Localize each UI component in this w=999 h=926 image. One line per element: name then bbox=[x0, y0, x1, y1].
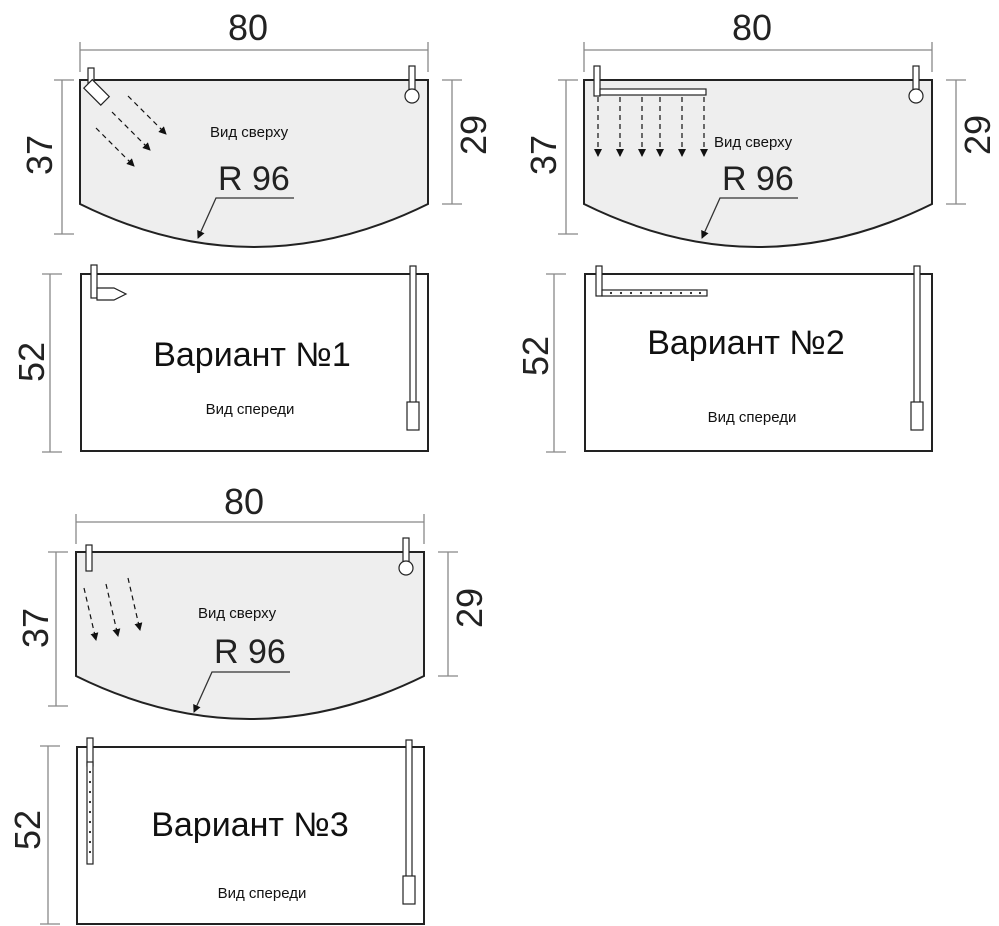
depth-label: 37 bbox=[523, 135, 564, 175]
lamp-led-dots-icon bbox=[88, 770, 92, 854]
right-lamp-icon bbox=[910, 401, 924, 431]
front-view-label: Вид спереди bbox=[218, 885, 307, 902]
right-rod-icon bbox=[409, 265, 417, 404]
variant-title: Вариант №3 bbox=[151, 806, 349, 844]
height-label: 52 bbox=[515, 336, 556, 376]
variant-title: Вариант №1 bbox=[153, 336, 351, 374]
right-rod-icon bbox=[913, 265, 921, 404]
variant-1: 80 37 29 Вид сверху R 96 bbox=[11, 7, 494, 453]
right-lamp-icon bbox=[404, 88, 420, 104]
depth-label: 37 bbox=[19, 135, 60, 175]
variant-3-top-view: 80 37 29 Вид сверху R 96 bbox=[15, 481, 490, 720]
side-depth-label: 29 bbox=[449, 588, 490, 628]
shelf-top-outline bbox=[583, 79, 933, 248]
variant-1-front-view: 52 Вариант №1 Вид спереди bbox=[11, 264, 429, 453]
side-depth-label: 29 bbox=[957, 115, 998, 155]
front-view-label: Вид спереди bbox=[206, 401, 295, 418]
front-panel bbox=[76, 746, 425, 925]
variant-1-top-view: 80 37 29 Вид сверху R 96 bbox=[19, 7, 494, 248]
variant-2-front-view: 52 Вариант №2 Вид спереди bbox=[515, 265, 933, 453]
lamp-led-dots-icon bbox=[609, 291, 702, 295]
left-rod-icon bbox=[90, 264, 98, 299]
right-rod-icon bbox=[912, 65, 920, 91]
right-rod-icon bbox=[402, 537, 410, 563]
variant-3-front-view: 52 Вариант №3 Вид спереди bbox=[7, 737, 425, 925]
linear-lamp-icon bbox=[601, 289, 708, 297]
left-rod-icon bbox=[85, 544, 93, 572]
right-rod-icon bbox=[408, 65, 416, 91]
right-lamp-icon bbox=[402, 875, 416, 905]
radius-label: R 96 bbox=[214, 633, 286, 671]
right-lamp-icon bbox=[406, 401, 420, 431]
right-rod-icon bbox=[405, 739, 413, 878]
horizontal-lamp-icon bbox=[96, 287, 128, 301]
radius-label: R 96 bbox=[722, 160, 794, 198]
width-label: 80 bbox=[732, 7, 772, 48]
height-label: 52 bbox=[11, 342, 52, 382]
linear-lamp-icon bbox=[599, 88, 707, 96]
width-label: 80 bbox=[224, 481, 264, 522]
right-lamp-icon bbox=[398, 560, 414, 576]
left-rod-icon bbox=[593, 65, 601, 97]
top-view-label: Вид сверху bbox=[198, 605, 277, 622]
top-view-label: Вид сверху bbox=[210, 124, 289, 141]
top-view-label: Вид сверху bbox=[714, 134, 793, 151]
radius-leader-line bbox=[193, 671, 290, 713]
variant-title: Вариант №2 bbox=[647, 324, 845, 362]
depth-label: 37 bbox=[15, 608, 56, 648]
front-panel bbox=[584, 273, 933, 452]
variant-3: 80 37 29 Вид сверху R 96 bbox=[7, 481, 490, 925]
front-panel bbox=[80, 273, 429, 452]
radius-leader-line bbox=[197, 197, 294, 239]
height-label: 52 bbox=[7, 810, 48, 850]
rotated-lamp-icon bbox=[82, 78, 111, 106]
variant-2: 80 37 29 Вид сверху R 96 bbox=[515, 7, 998, 453]
shelf-top-outline bbox=[75, 551, 425, 720]
light-arrows-icon bbox=[594, 97, 708, 157]
variant-2-top-view: 80 37 29 Вид сверху R 96 bbox=[523, 7, 998, 248]
radius-label: R 96 bbox=[218, 160, 290, 198]
radius-leader-line bbox=[701, 197, 798, 239]
width-label: 80 bbox=[228, 7, 268, 48]
shelf-top-outline bbox=[79, 79, 429, 248]
side-depth-label: 29 bbox=[453, 115, 494, 155]
left-rod-icon bbox=[595, 265, 603, 297]
right-lamp-icon bbox=[908, 88, 924, 104]
front-view-label: Вид спереди bbox=[708, 409, 797, 426]
